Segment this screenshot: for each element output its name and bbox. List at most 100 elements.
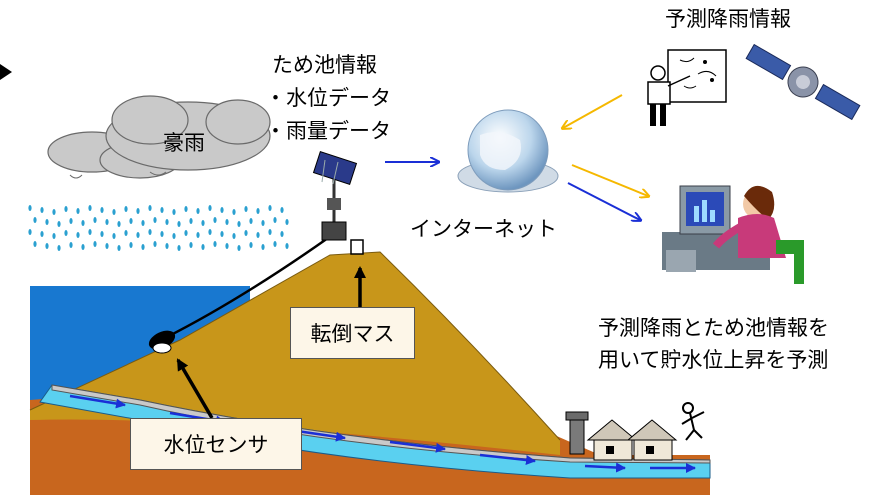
- rain-drop: [129, 242, 133, 248]
- rain-drop: [93, 241, 97, 247]
- rain-drop: [28, 205, 32, 211]
- rain-drop: [88, 229, 92, 235]
- arrow-to-user-blue: [567, 182, 640, 220]
- rain-drop: [184, 230, 188, 236]
- rain-drop: [52, 209, 56, 215]
- rain-drop: [100, 231, 104, 237]
- top-left-pointer: [0, 64, 12, 80]
- rain-drop: [88, 205, 92, 211]
- forecaster-icon: [647, 49, 727, 126]
- rain-drop: [261, 220, 265, 226]
- rain-drop: [160, 231, 164, 237]
- rain-drop: [268, 205, 272, 211]
- rain-drop: [172, 209, 176, 215]
- rain-drop: [45, 243, 49, 249]
- rain-drop: [105, 243, 109, 249]
- rain-drop: [237, 221, 241, 227]
- rain-drop: [285, 243, 289, 249]
- rain-drop: [148, 229, 152, 235]
- rain-drop: [105, 219, 109, 225]
- rain-drop: [280, 207, 284, 213]
- sensor-cable: [164, 236, 329, 340]
- rain-drop: [124, 206, 128, 212]
- prediction-line-2: 用いて貯水位上昇を予測: [598, 348, 829, 372]
- rain-drop: [201, 244, 205, 250]
- rain-drop: [249, 242, 253, 248]
- rain-drop: [81, 220, 85, 226]
- rain-drop: [256, 208, 260, 214]
- user-computer-icon: [662, 185, 804, 284]
- rain-drop: [64, 230, 68, 236]
- outlet-gate-icon: [565, 411, 589, 455]
- rain-drop: [232, 209, 236, 215]
- rain-drop: [196, 208, 200, 214]
- rain-drop: [28, 229, 32, 235]
- rain-drop: [76, 208, 80, 214]
- rain-drop: [141, 220, 145, 226]
- rain-drop: [160, 207, 164, 213]
- rain-drop: [141, 244, 145, 250]
- rain-drop: [184, 206, 188, 212]
- rain-drop: [177, 245, 181, 251]
- rain-drop: [172, 233, 176, 239]
- rain-drop: [196, 232, 200, 238]
- rain-drop: [189, 218, 193, 224]
- satellite-icon: [745, 43, 861, 121]
- rain-drop: [33, 217, 37, 223]
- prediction-line-1: 予測降雨とため池情報を: [598, 316, 829, 340]
- forecast-rain-info-label: 予測降雨情報: [665, 7, 791, 31]
- tipping-bucket-box: 転倒マス: [290, 307, 415, 359]
- rain-drop: [153, 241, 157, 247]
- rain-drop: [256, 232, 260, 238]
- arrow-to-user-yellow: [571, 164, 648, 196]
- rain-drop: [148, 205, 152, 211]
- rain-drop: [33, 241, 37, 247]
- rain-drop: [213, 217, 217, 223]
- rain-drop: [69, 218, 73, 224]
- rain-drop: [129, 218, 133, 224]
- rainfall-data-label: ・雨量データ: [265, 119, 391, 143]
- rain-drop: [112, 209, 116, 215]
- rain-drop: [165, 243, 169, 249]
- rain-drop: [268, 229, 272, 235]
- rain-drop: [208, 205, 212, 211]
- rain-drop: [100, 207, 104, 213]
- arrow-water-sensor: [176, 358, 214, 419]
- rain-drop: [117, 221, 121, 227]
- rain-drop: [232, 233, 236, 239]
- rain-cloud: [47, 95, 271, 179]
- rain-drop: [237, 245, 241, 251]
- heavy-rain-label: 豪雨: [163, 131, 205, 155]
- internet-globe-icon: [457, 109, 559, 193]
- rain-drops: [28, 205, 289, 251]
- houses-icon: [586, 419, 678, 461]
- rain-drop: [112, 233, 116, 239]
- rain-drop: [64, 206, 68, 212]
- rain-drop: [249, 218, 253, 224]
- rain-drop: [189, 242, 193, 248]
- rain-drop: [244, 230, 248, 236]
- rain-drop: [220, 231, 224, 237]
- rain-drop: [285, 219, 289, 225]
- rain-drop: [225, 243, 229, 249]
- rain-drop: [45, 219, 49, 225]
- rain-drop: [57, 245, 61, 251]
- rain-drop: [93, 217, 97, 223]
- rain-drop: [81, 244, 85, 250]
- rain-drop: [153, 217, 157, 223]
- rain-drop: [280, 231, 284, 237]
- rain-drop: [69, 242, 73, 248]
- rain-drop: [177, 221, 181, 227]
- water-level-data-label: ・水位データ: [265, 86, 391, 110]
- rain-drop: [225, 219, 229, 225]
- rain-drop: [52, 233, 56, 239]
- rain-drop: [117, 245, 121, 251]
- water-level-sensor-box: 水位センサ: [130, 418, 302, 470]
- rain-drop: [136, 232, 140, 238]
- rain-drop: [40, 207, 44, 213]
- pond-info-title: ため池情報: [272, 53, 377, 77]
- rain-drop: [244, 206, 248, 212]
- rain-drop: [220, 207, 224, 213]
- rain-drop: [136, 208, 140, 214]
- rain-drop: [213, 241, 217, 247]
